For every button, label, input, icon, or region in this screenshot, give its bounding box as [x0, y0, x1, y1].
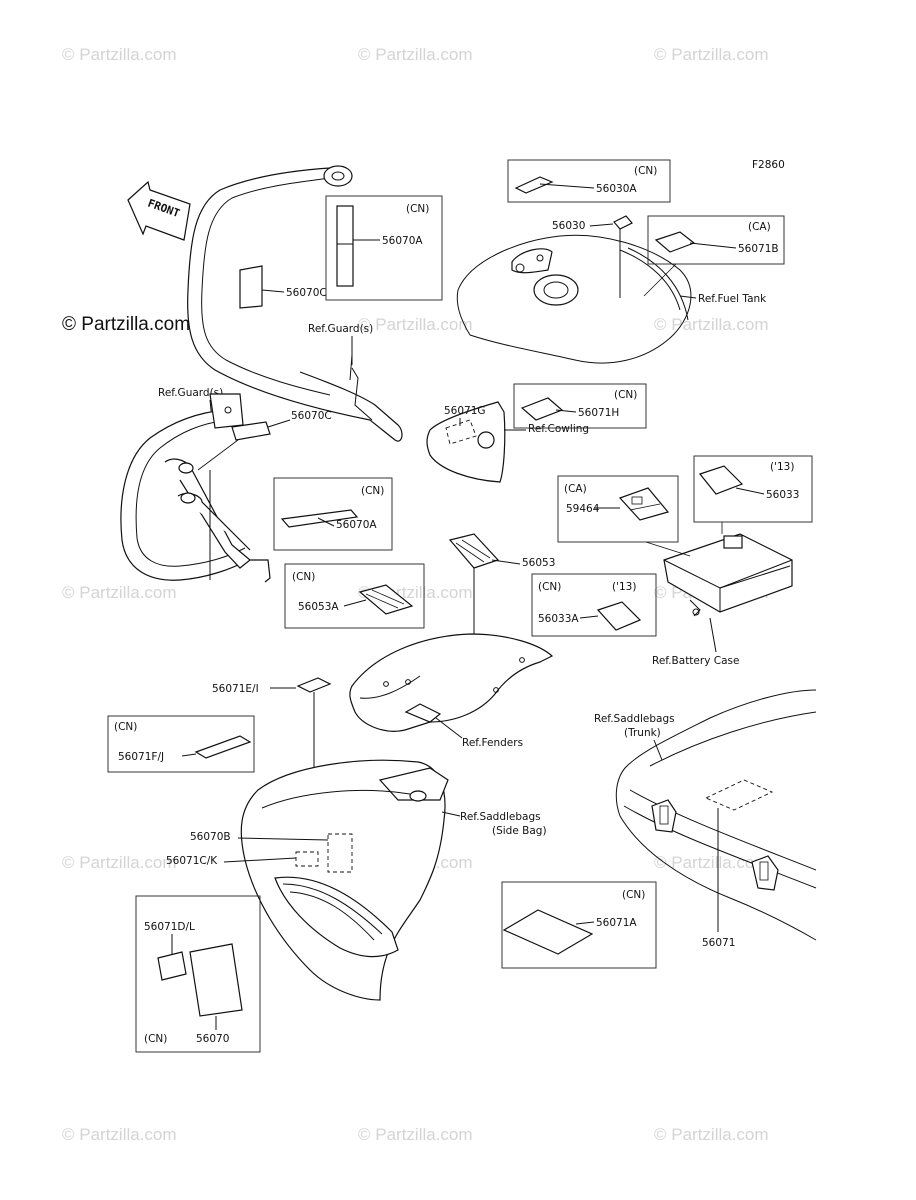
decal-56071dl	[157, 951, 187, 981]
label-ref-saddlebags-side-2: (Side Bag)	[492, 825, 547, 837]
watermark: © Partzilla.com	[654, 315, 769, 334]
callout-box-56071b	[647, 215, 785, 265]
callout-box-56070a-top	[325, 195, 443, 301]
label-56033: 56033	[766, 489, 799, 501]
watermark: © Partzilla.com	[654, 1125, 769, 1144]
tag-cn: (CN)	[622, 889, 645, 901]
callout-box-56053a	[284, 563, 425, 629]
label-56070c-top: 56070C	[286, 287, 327, 299]
label-56070a-mid: 56070A	[336, 519, 377, 531]
tag-cn: (CN)	[292, 571, 315, 583]
tag-cn: (CN)	[114, 721, 137, 733]
label-56053: 56053	[522, 557, 555, 569]
decal-56071a	[502, 909, 594, 955]
front-guard	[187, 165, 403, 442]
watermark: © Partzilla.com	[358, 315, 473, 334]
decal-56070	[189, 943, 243, 1017]
callout-box-56071a	[501, 881, 657, 969]
label-ref-saddlebags-side-1: Ref.Saddlebags	[460, 811, 541, 823]
decal-56030a	[514, 176, 554, 194]
label-ref-saddlebags-trunk-1: Ref.Saddlebags	[594, 713, 675, 725]
label-56071fj: 56071F/J	[118, 751, 164, 763]
watermark: © Partzilla.com	[358, 1125, 473, 1144]
label-ref-guard-lower: Ref.Guard(s)	[158, 387, 223, 399]
battery-case	[663, 533, 793, 617]
watermark: © Partzilla.com	[654, 853, 769, 872]
watermark: © Partzilla.com	[62, 583, 177, 602]
side-saddlebag	[240, 759, 449, 1001]
label-56070c-mid: 56070C	[291, 410, 332, 422]
tag-cn: (CN)	[144, 1033, 167, 1045]
label-56033a: 56033A	[538, 613, 579, 625]
tag-ca: (CA)	[748, 221, 771, 233]
decal-56033	[698, 465, 744, 495]
label-56070: 56070	[196, 1033, 229, 1045]
callout-box-56033	[693, 455, 813, 523]
decal-56071b	[654, 231, 696, 253]
callout-box-56070a-mid	[273, 477, 393, 551]
cowling	[426, 401, 506, 483]
decal-56070c-top	[239, 265, 263, 309]
tag-cn: (CN)	[634, 165, 657, 177]
tag-cn: (CN)	[406, 203, 429, 215]
callout-box-59464	[557, 475, 679, 543]
figure-code: F2860	[752, 159, 785, 171]
decal-56030	[613, 215, 633, 230]
trunk	[615, 689, 817, 941]
label-ref-cowling: Ref.Cowling	[528, 423, 589, 435]
watermark: © Partzilla.com	[62, 853, 177, 872]
decal-56053	[448, 533, 500, 569]
label-56071b: 56071B	[738, 243, 779, 255]
watermark: © Partzilla.com	[358, 45, 473, 64]
tag-ca: (CA)	[564, 483, 587, 495]
label-56053a: 56053A	[298, 601, 339, 613]
front-arrow-icon: FRONT	[127, 180, 191, 241]
label-56071h: 56071H	[578, 407, 619, 419]
decal-56033a	[596, 601, 642, 631]
label-ref-battery-case: Ref.Battery Case	[652, 655, 739, 667]
callout-box-56033a	[531, 573, 657, 637]
label-56030a: 56030A	[596, 183, 637, 195]
decal-56071ei	[296, 677, 332, 693]
label-56071dl: 56071D/L	[144, 921, 195, 933]
tag-13: ('13)	[612, 581, 636, 593]
label-59464: 59464	[566, 503, 600, 515]
decal-56070a-top	[336, 205, 354, 287]
callout-box-56071dl	[135, 895, 261, 1053]
watermark: © Partzilla.com	[62, 1125, 177, 1144]
label-ref-guard-upper: Ref.Guard(s)	[308, 323, 373, 335]
callout-box-56030a	[507, 159, 671, 203]
watermark: © Partzilla.com	[654, 45, 769, 64]
tag-cn: (CN)	[614, 389, 637, 401]
watermark: © Partzilla.com	[62, 45, 177, 64]
decal-56070c-mid	[231, 421, 271, 441]
label-ref-saddlebags-trunk-2: (Trunk)	[624, 727, 661, 739]
label-56071g: 56071G	[444, 405, 486, 417]
label-56071ei: 56071E/I	[212, 683, 259, 695]
label-56071ck: 56071C/K	[166, 855, 218, 867]
fender	[349, 633, 554, 732]
decal-56071fj	[194, 735, 252, 759]
tag-cn: (CN)	[361, 485, 384, 497]
label-56071a: 56071A	[596, 917, 637, 929]
tag-13: ('13)	[770, 461, 794, 473]
decal-59464	[618, 487, 670, 521]
label-ref-fuel-tank: Ref.Fuel Tank	[698, 293, 767, 305]
label-56070b: 56070B	[190, 831, 231, 843]
label-ref-fenders: Ref.Fenders	[462, 737, 523, 749]
label-56071: 56071	[702, 937, 735, 949]
watermark-dark: © Partzilla.com	[62, 314, 190, 335]
label-56070a-top: 56070A	[382, 235, 423, 247]
fuel-tank	[456, 234, 692, 364]
decal-56053a	[358, 584, 414, 615]
tag-cn: (CN)	[538, 581, 561, 593]
rear-guard: Ref.Guard(s)	[120, 387, 271, 583]
callout-box-56071fj	[107, 715, 255, 773]
callout-box-56071h	[513, 383, 647, 429]
label-56030: 56030	[552, 220, 585, 232]
decal-56071h	[520, 397, 564, 421]
